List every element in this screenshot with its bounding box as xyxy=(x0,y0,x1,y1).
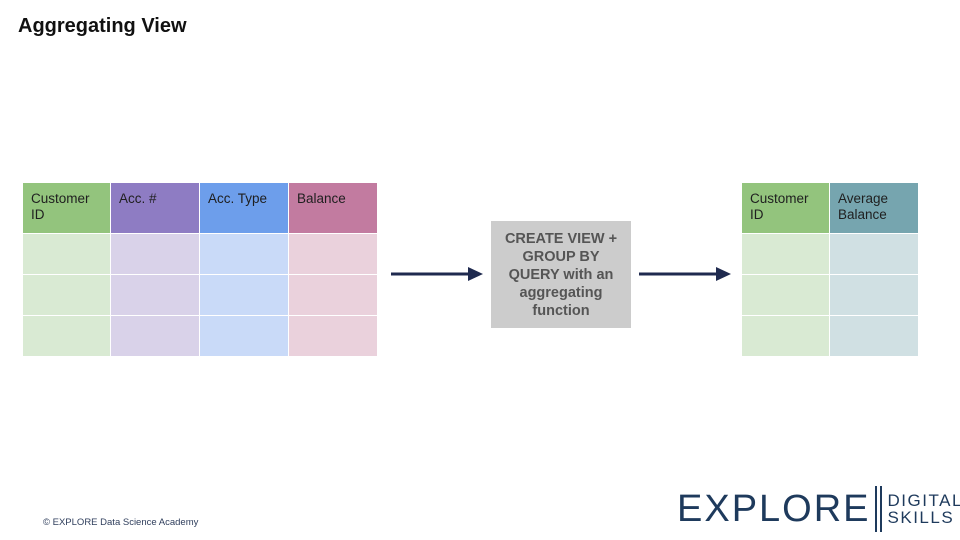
header-cell-average-balance: Average Balance xyxy=(830,183,919,234)
table-cell xyxy=(111,234,200,275)
table-row xyxy=(23,275,378,316)
source-table: Customer ID Acc. # Acc. Type Balance xyxy=(23,183,378,357)
table-cell xyxy=(742,316,830,357)
logo-subtitle-bottom: SKILLS xyxy=(887,508,955,527)
table-cell xyxy=(742,275,830,316)
table-row xyxy=(23,234,378,275)
page-title: Aggregating View xyxy=(18,15,187,37)
table-cell xyxy=(289,316,378,357)
table-cell xyxy=(200,316,289,357)
table-cell xyxy=(742,234,830,275)
logo-wordmark: EXPLORE xyxy=(677,488,871,530)
arrow-right-icon xyxy=(391,267,483,281)
header-cell-customer-id: Customer ID xyxy=(23,183,111,234)
table-cell xyxy=(200,234,289,275)
header-cell-account-type: Acc. Type xyxy=(200,183,289,234)
logo-divider-icon xyxy=(874,486,882,532)
header-cell-account-number: Acc. # xyxy=(111,183,200,234)
logo-subtitle: DIGITAL SKILLS xyxy=(888,492,960,526)
copyright-footer: © EXPLORE Data Science Academy xyxy=(43,517,199,528)
arrow-right-icon xyxy=(639,267,731,281)
process-box: CREATE VIEW + GROUP BY QUERY with an agg… xyxy=(491,221,631,328)
header-cell-customer-id: Customer ID xyxy=(742,183,830,234)
table-cell xyxy=(830,275,919,316)
table-cell xyxy=(23,275,111,316)
table-row xyxy=(742,316,919,357)
table-cell xyxy=(23,234,111,275)
table-cell xyxy=(111,275,200,316)
table-cell xyxy=(289,234,378,275)
table-row xyxy=(742,275,919,316)
header-cell-balance: Balance xyxy=(289,183,378,234)
explore-logo: EXPLORE DIGITAL SKILLS xyxy=(677,486,960,532)
table-row xyxy=(742,234,919,275)
result-table: Customer ID Average Balance xyxy=(742,183,919,357)
table-row xyxy=(23,316,378,357)
table-cell xyxy=(830,234,919,275)
table-cell xyxy=(289,275,378,316)
table-cell xyxy=(111,316,200,357)
table-cell xyxy=(23,316,111,357)
logo-subtitle-top: DIGITAL xyxy=(887,491,960,510)
table-cell xyxy=(830,316,919,357)
table-cell xyxy=(200,275,289,316)
